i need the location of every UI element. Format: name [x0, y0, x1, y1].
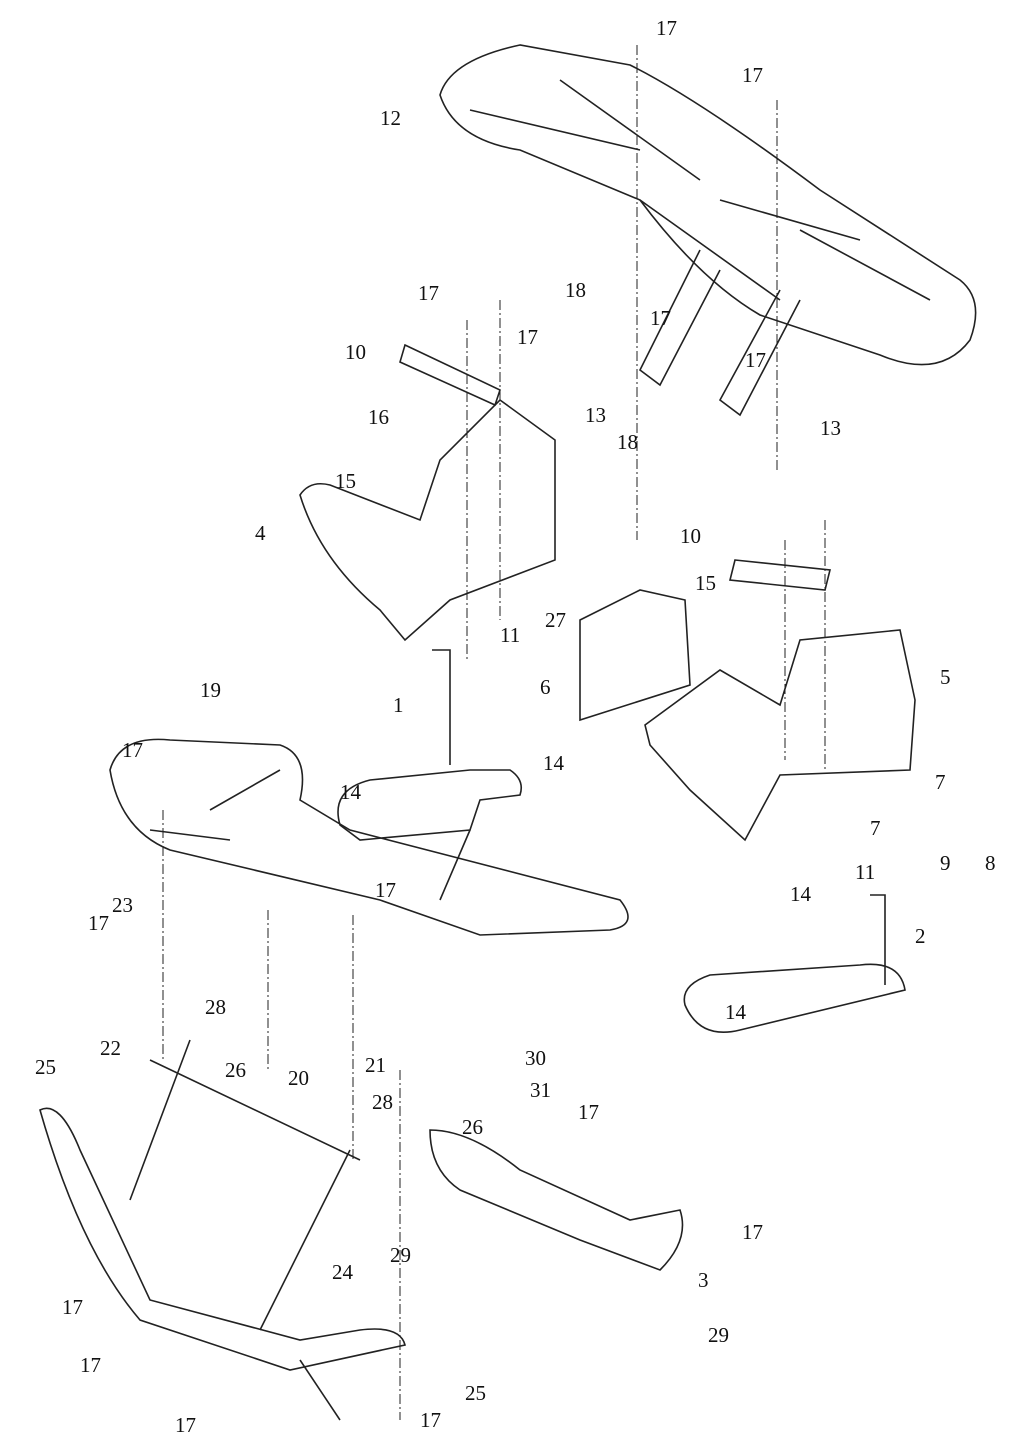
- callout-10: 10: [680, 524, 701, 548]
- callout-17: 17: [122, 738, 143, 762]
- callout-14: 14: [790, 882, 811, 906]
- callout-29: 29: [390, 1243, 411, 1267]
- callout-13: 13: [820, 416, 841, 440]
- callout-13: 13: [585, 403, 606, 427]
- callout-24: 24: [332, 1260, 353, 1284]
- callout-14: 14: [543, 751, 564, 775]
- callout-17: 17: [742, 63, 763, 87]
- callout-6: 6: [540, 675, 551, 699]
- callout-25: 25: [465, 1381, 486, 1405]
- callout-9: 9: [940, 851, 951, 875]
- callout-7: 7: [870, 816, 881, 840]
- callout-23: 23: [112, 893, 133, 917]
- callout-4: 4: [255, 521, 266, 545]
- callout-10: 10: [345, 340, 366, 364]
- callout-14: 14: [340, 780, 361, 804]
- callout-17: 17: [742, 1220, 763, 1244]
- callout-8: 8: [985, 851, 996, 875]
- callout-14: 14: [725, 1000, 746, 1024]
- callout-26: 26: [225, 1058, 246, 1082]
- callout-18: 18: [565, 278, 586, 302]
- callout-21: 21: [365, 1053, 386, 1077]
- callout-15: 15: [695, 571, 716, 595]
- callout-17: 17: [517, 325, 538, 349]
- callout-7: 7: [935, 770, 946, 794]
- callout-5: 5: [940, 665, 951, 689]
- rear-rack: [439, 44, 977, 417]
- callout-31: 31: [530, 1078, 551, 1102]
- callout-17: 17: [375, 878, 396, 902]
- callout-17: 17: [418, 281, 439, 305]
- callout-30: 30: [525, 1046, 546, 1070]
- callout-25: 25: [35, 1055, 56, 1079]
- callout-17: 17: [80, 1353, 101, 1377]
- callout-20: 20: [288, 1066, 309, 1090]
- callout-16: 16: [368, 405, 389, 429]
- right-footrest-frame: [683, 894, 906, 1034]
- callout-17: 17: [420, 1408, 441, 1432]
- callout-17: 17: [656, 16, 677, 40]
- callout-29: 29: [708, 1323, 729, 1347]
- callout-28: 28: [205, 995, 226, 1019]
- callout-26: 26: [462, 1115, 483, 1139]
- callout-12: 12: [380, 106, 401, 130]
- callout-1: 1: [393, 693, 404, 717]
- callout-17: 17: [650, 306, 671, 330]
- callout-17: 17: [88, 911, 109, 935]
- callout-17: 17: [745, 348, 766, 372]
- callout-17: 17: [175, 1413, 196, 1437]
- callout-17: 17: [62, 1295, 83, 1319]
- callout-3: 3: [698, 1268, 709, 1292]
- callout-19: 19: [200, 678, 221, 702]
- callout-22: 22: [100, 1036, 121, 1060]
- callout-15: 15: [335, 469, 356, 493]
- callout-11: 11: [855, 860, 876, 884]
- left-footrest-frame: [337, 649, 523, 841]
- right-footwell: [579, 559, 916, 842]
- callout-11: 11: [500, 623, 521, 647]
- callout-17: 17: [578, 1100, 599, 1124]
- front-bumper-frame: [39, 1039, 684, 1421]
- callout-28: 28: [372, 1090, 393, 1114]
- callout-27: 27: [545, 608, 566, 632]
- callout-18: 18: [617, 430, 638, 454]
- callout-2: 2: [915, 924, 926, 948]
- left-footwell: [299, 343, 556, 642]
